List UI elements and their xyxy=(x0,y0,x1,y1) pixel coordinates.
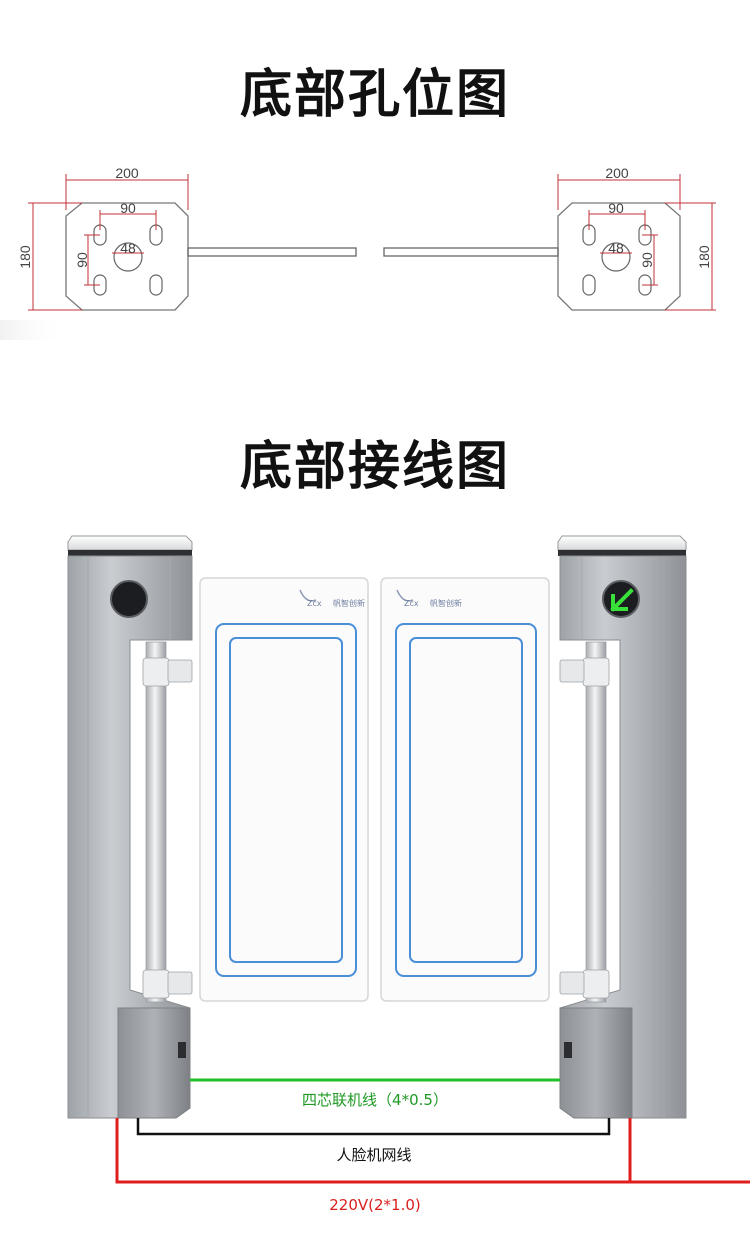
four-core-link-label: 四芯联机线（4*0.5） xyxy=(302,1091,448,1109)
right-turnstile-cabinet xyxy=(557,535,687,1119)
right-logo-mark: Zcx xyxy=(404,599,419,608)
hole-layout-title: 底部孔位图 xyxy=(239,65,510,125)
right-panel-logo: Zcx 帆智创新 xyxy=(396,589,462,608)
right-base-plate xyxy=(383,202,681,311)
left-logo-text: 帆智创新 xyxy=(333,598,365,608)
left-panel-logo: Zcx 帆智创新 xyxy=(299,589,365,608)
right-dim-hole-spacing-v: 90 xyxy=(639,252,655,268)
left-dim-hole-spacing-v: 90 xyxy=(74,252,90,268)
left-base-plate xyxy=(65,202,357,311)
wiring-title: 底部接线图 xyxy=(239,437,510,497)
left-dimension-lines xyxy=(28,174,189,311)
power-wire xyxy=(115,1118,632,1184)
left-turnstile-cabinet xyxy=(67,535,193,1119)
left-dim-outer-height: 180 xyxy=(17,245,33,269)
right-dim-center-hole: 48 xyxy=(608,240,624,256)
right-dimension-lines xyxy=(557,174,716,311)
right-dim-hole-spacing-h: 90 xyxy=(608,200,624,216)
right-glass-panel xyxy=(380,577,550,1002)
wiring-diagram: Zcx 帆智创新 Zcx 帆智创新 xyxy=(67,535,750,1214)
arrow-indicator-icon xyxy=(610,588,634,612)
power-label: 220V(2*1.0) xyxy=(329,1196,421,1214)
face-network-wire xyxy=(136,1118,611,1136)
left-glass-panel xyxy=(199,577,369,1002)
right-logo-text: 帆智创新 xyxy=(430,598,462,608)
face-network-label: 人脸机网线 xyxy=(336,1146,411,1164)
left-dim-center-hole: 48 xyxy=(120,240,136,256)
left-dim-outer-width: 200 xyxy=(115,165,139,181)
left-dim-hole-spacing-h: 90 xyxy=(120,200,136,216)
right-gate-pole xyxy=(559,641,610,1003)
left-logo-mark: Zcx xyxy=(307,599,322,608)
left-gate-pole xyxy=(142,641,193,1003)
right-dim-outer-height: 180 xyxy=(696,245,712,269)
right-dim-outer-width: 200 xyxy=(605,165,629,181)
hole-layout-drawing: 200 90 48 90 180 200 90 48 90 180 xyxy=(0,165,716,340)
